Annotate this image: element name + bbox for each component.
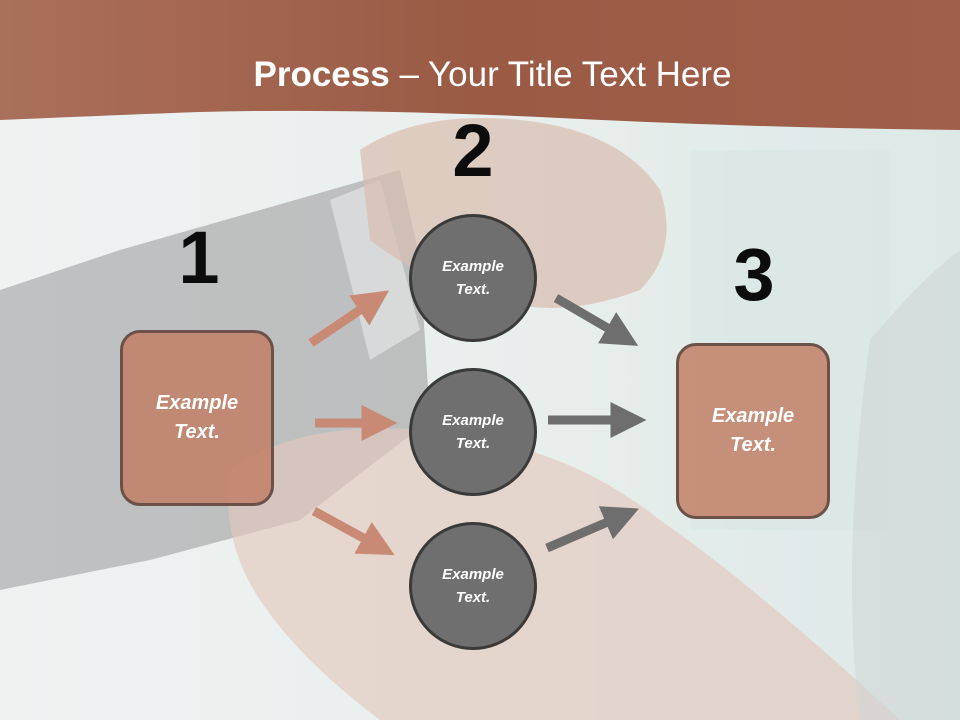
circle-middle-text: Example Text. — [442, 412, 504, 452]
title-rest: – Your Title Text Here — [389, 55, 732, 94]
right-process-box: Example Text. — [676, 343, 830, 519]
title-banner — [0, 0, 960, 130]
circle-bottom: Example Text. — [409, 522, 537, 650]
circle-top: Example Text. — [409, 214, 537, 342]
circle-bottom-text: Example Text. — [442, 566, 504, 606]
left-box-text: Example Text. — [155, 392, 239, 443]
left-process-box: Example Text. — [120, 330, 274, 506]
step-number-1: 1 — [178, 216, 220, 299]
circle-middle: Example Text. — [409, 368, 537, 496]
step-number-3: 3 — [733, 233, 775, 316]
step-number-2: 2 — [452, 109, 494, 192]
right-box-text: Example Text. — [711, 405, 795, 456]
title-bold: Process — [253, 55, 390, 94]
slide-title: Process – Your Title Text Here — [0, 52, 960, 98]
circle-top-text: Example Text. — [442, 258, 504, 298]
